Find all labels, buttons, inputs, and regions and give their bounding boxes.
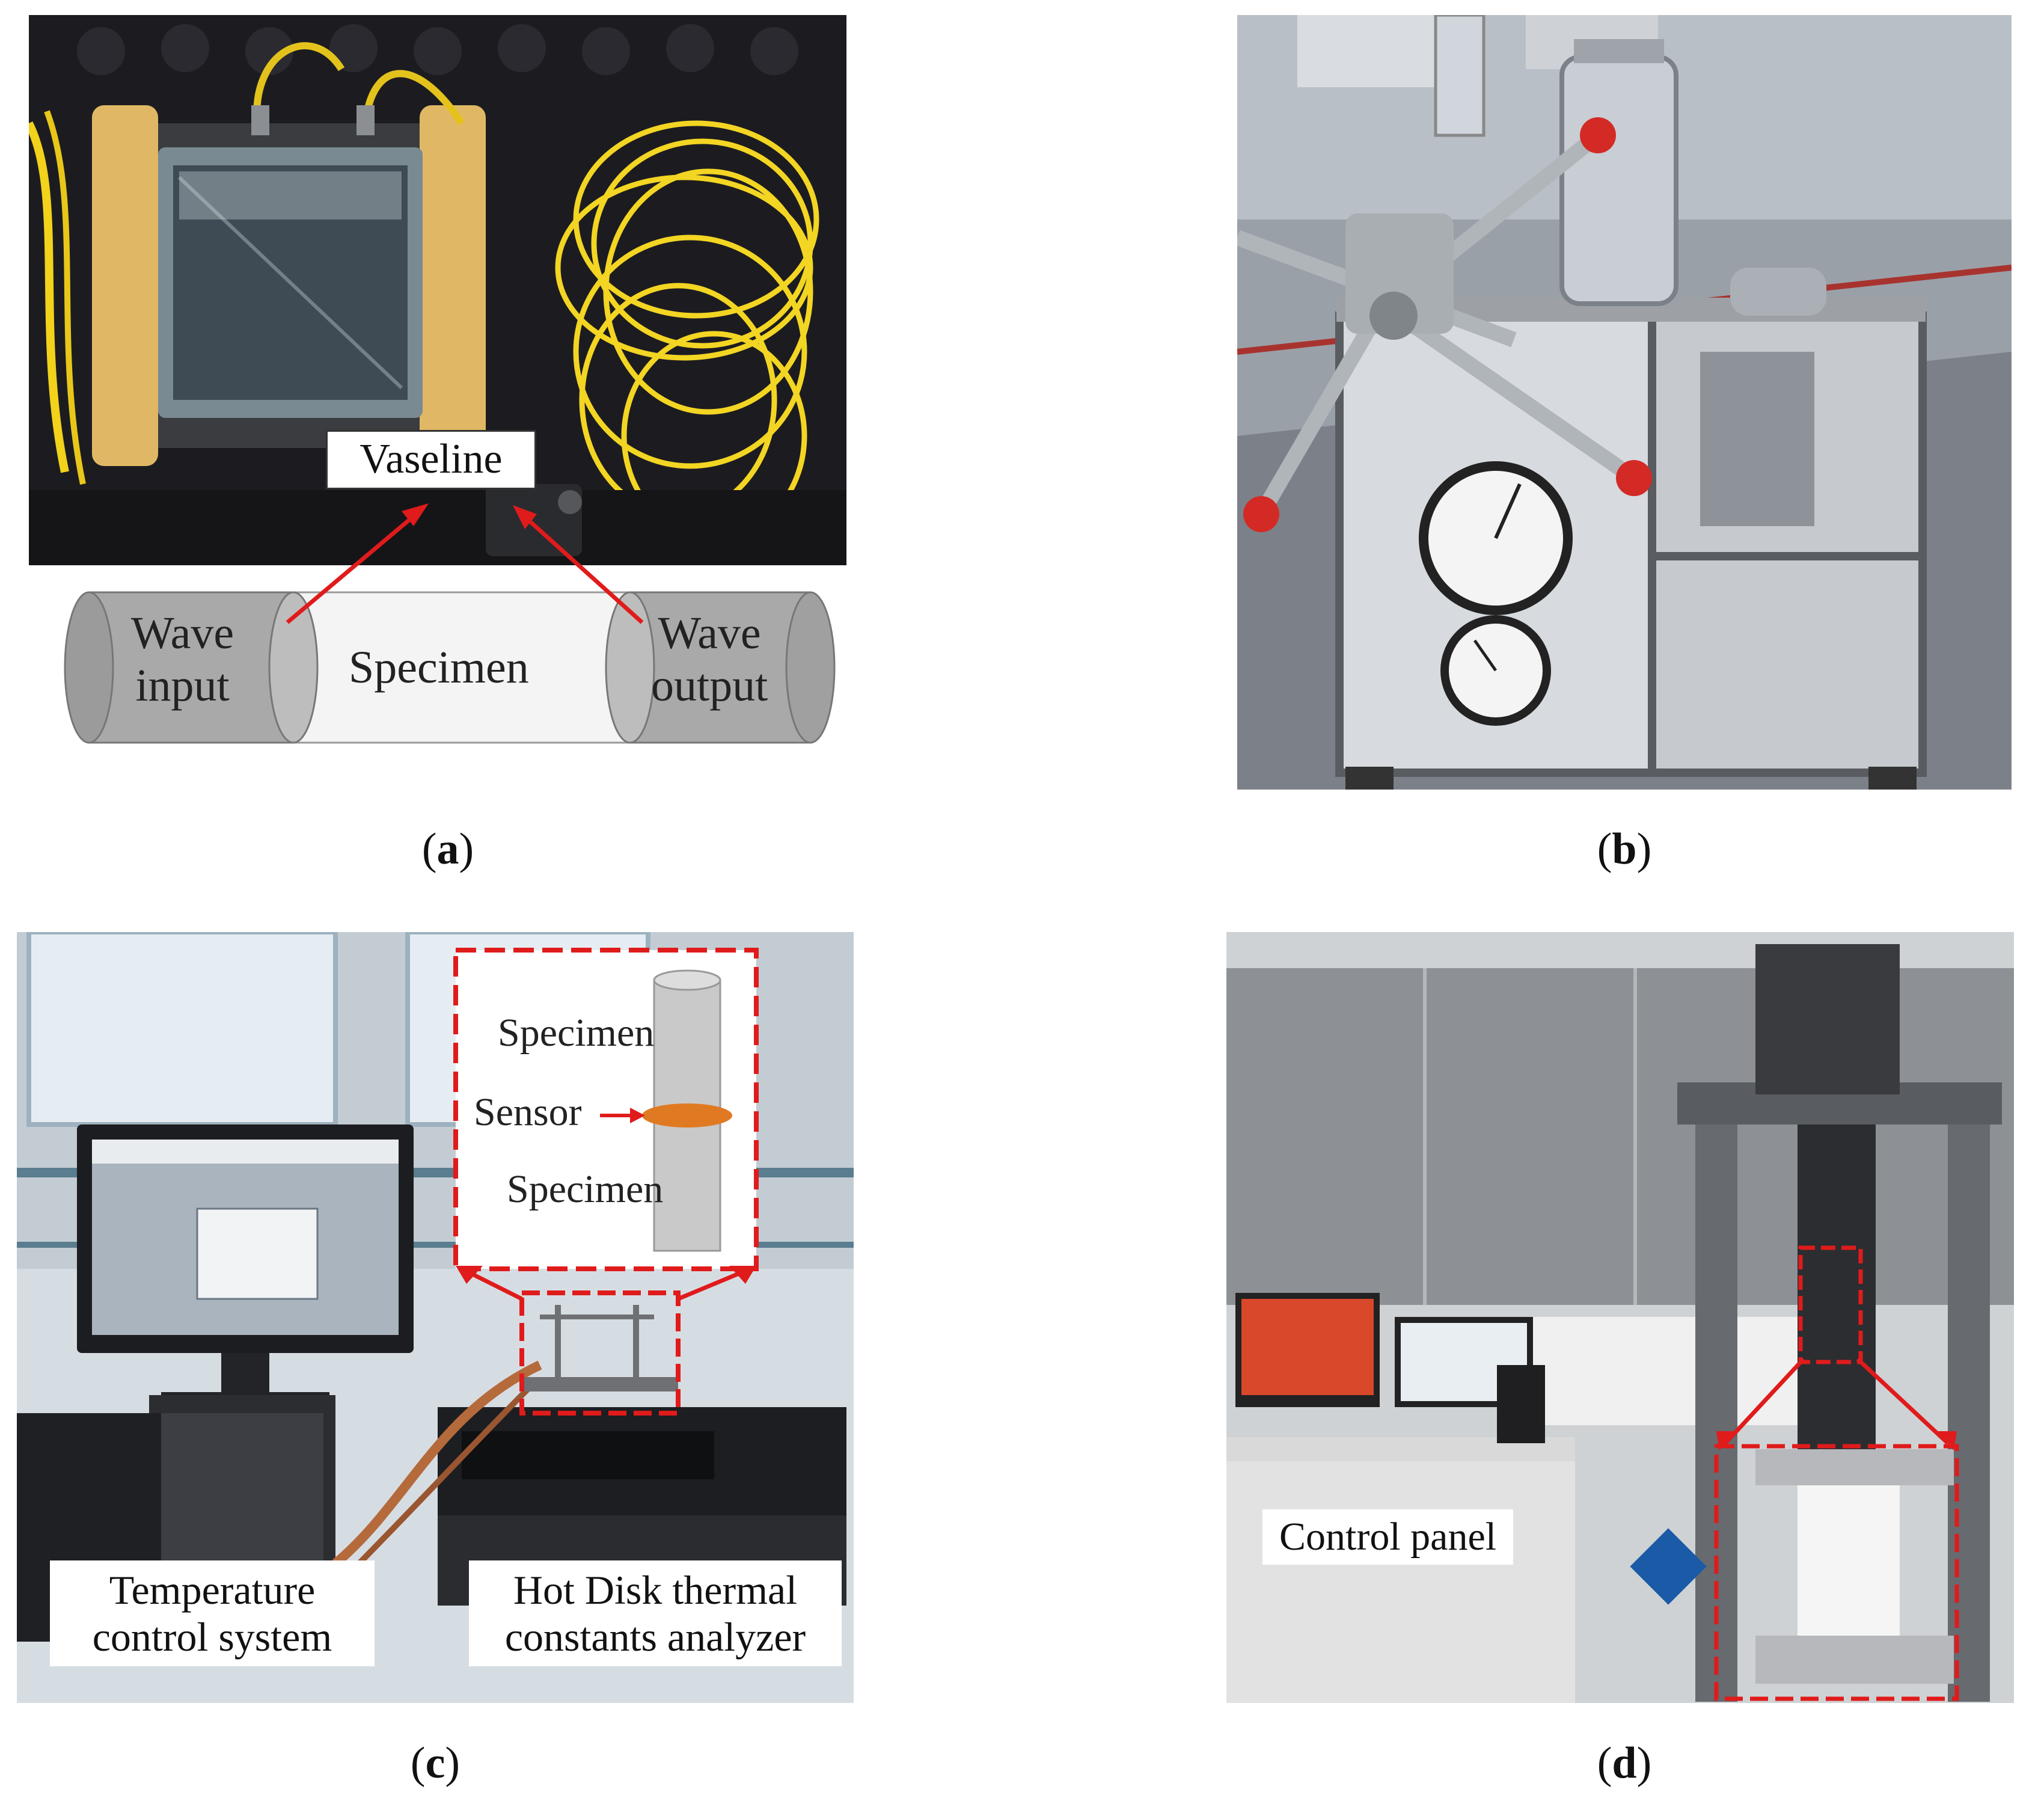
label-temperature-control: Temperature control system — [50, 1560, 375, 1667]
label-wave-input: Wave input — [131, 608, 234, 711]
panel-d: Control panel — [1226, 932, 2014, 1703]
label-control-panel: Control panel — [1262, 1509, 1514, 1565]
panel-d-photo — [1226, 932, 2014, 1703]
label-specimen: Specimen — [349, 642, 529, 693]
panel-a-photo — [29, 15, 846, 761]
label-vaseline: Vaseline — [326, 430, 536, 489]
label-wave-output: Wave output — [651, 608, 768, 711]
caption-b: (b) — [1597, 824, 1652, 874]
label-specimen-bottom: Specimen — [507, 1167, 664, 1211]
label-specimen-top: Specimen — [498, 1011, 655, 1055]
caption-a: (a) — [421, 824, 474, 874]
label-sensor: Sensor — [474, 1090, 582, 1134]
panel-b-photo — [1237, 15, 2012, 790]
panel-a: Vaseline Wave input Specimen Wave output — [29, 15, 846, 761]
arrow-right — [520, 512, 644, 624]
arrow-left — [286, 509, 421, 624]
panel-c: Specimen Sensor Specimen Temperature con… — [17, 932, 854, 1703]
caption-d: (d) — [1597, 1738, 1652, 1788]
caption-c: (c) — [410, 1738, 461, 1788]
label-hot-disk: Hot Disk thermal constants analyzer — [469, 1560, 842, 1667]
panel-b — [1237, 15, 2012, 790]
